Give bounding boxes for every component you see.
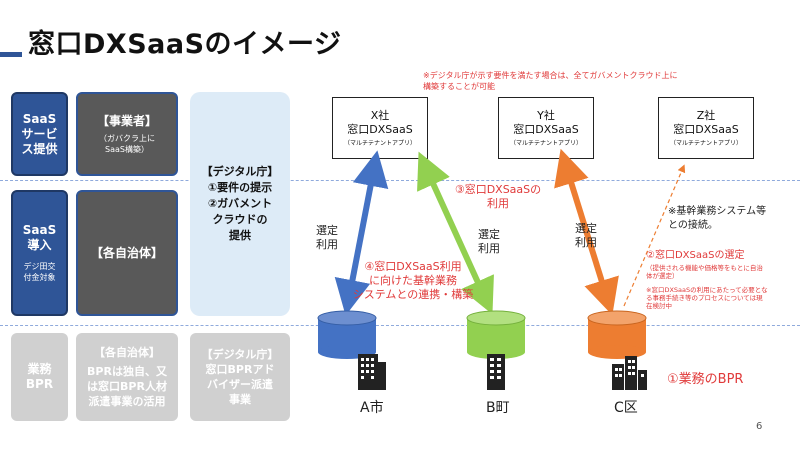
row-label-saas-provision: SaaS サービ ス提供 <box>11 92 68 176</box>
building-icon <box>487 354 505 390</box>
top-note: ※デジタル庁が示す要件を満たす場合は、全てガバメントクラウド上に 構築することが… <box>423 71 678 91</box>
actor-title: 【各自治体】 <box>90 245 163 260</box>
database-cylinder-orange <box>587 310 647 359</box>
row-label-text: SaaS 導入 <box>22 223 57 252</box>
digital-agency-bpr-box: 【デジタル庁】 窓口BPRアド バイザー派遣 事業 <box>190 333 290 421</box>
company-name: Y社 <box>537 108 555 122</box>
company-box-z: Z社 窓口DXSaaS （マルチテナントアプリ） <box>658 97 754 159</box>
actor-municipality-bpr-box: 【各自治体】 BPRは独自、又 は窓口BPR人材 派遣事業の活用 <box>76 333 178 421</box>
page-number: 6 <box>756 421 763 432</box>
row-label-text: 業務 BPR <box>25 362 54 391</box>
backend-note: ※基幹業務システム等 との接続。 <box>668 206 767 231</box>
arrow-green <box>417 151 494 315</box>
city-label-c: C区 <box>614 400 638 416</box>
row-label-saas-intro: SaaS 導入 デジ田交 付金対象 <box>11 190 68 316</box>
company-subtext: （マルチテナントアプリ） <box>509 139 582 147</box>
step3-label: ③窓口DXSaaSの 利用 <box>454 183 542 210</box>
usage-label-a: 選定 利用 <box>316 224 338 251</box>
step2-label: ②窓口DXSaaSの選定 <box>646 250 745 261</box>
row-label-bpr: 業務 BPR <box>11 333 68 421</box>
actor-vendor-box: 【事業者】 （ガバクラ上に SaaS構築） <box>76 92 178 176</box>
city-label-a: A市 <box>360 400 384 416</box>
city-label-b: B町 <box>486 400 510 416</box>
actor-body: BPRは独自、又 は窓口BPR人材 派遣事業の活用 <box>87 365 167 408</box>
company-name: X社 <box>370 108 390 122</box>
database-cylinder-blue <box>317 310 377 359</box>
actor-title: 【事業者】 <box>96 113 157 128</box>
company-box-x: X社 窓口DXSaaS （マルチテナントアプリ） <box>332 97 428 159</box>
company-name: Z社 <box>696 108 716 122</box>
step2-note: ※窓口DXSaaSの利用にあたって必要とな る事務手続き等のプロセスについては現… <box>646 286 768 310</box>
building-icon <box>612 356 647 390</box>
page-title: 窓口DXSaaSのイメージ <box>28 29 342 60</box>
building-icon <box>358 354 386 390</box>
row-label-text: SaaS サービ ス提供 <box>21 111 58 156</box>
company-product: 窓口DXSaaS <box>347 122 413 136</box>
actor-subtext: （ガバクラ上に SaaS構築） <box>99 133 155 154</box>
company-product: 窓口DXSaaS <box>673 122 739 136</box>
step4-label: ④窓口DXSaaS利用 に向けた基幹業務 システムとの連携・構築 <box>352 260 474 301</box>
row-divider <box>0 180 800 181</box>
step1-label: ①業務のBPR <box>667 372 744 387</box>
database-cylinder-green <box>466 310 526 359</box>
actor-municipality-box: 【各自治体】 <box>76 190 178 316</box>
step2-subtext: （提供される機能や価格等をもとに自治 体が選定） <box>646 264 763 280</box>
digital-agency-bpr-text: 【デジタル庁】 窓口BPRアド バイザー派遣 事業 <box>201 348 279 406</box>
company-product: 窓口DXSaaS <box>513 122 579 136</box>
row-divider <box>0 325 800 326</box>
title-accent-bar <box>0 52 22 57</box>
arrow-blue <box>334 150 389 316</box>
usage-label-b: 選定 利用 <box>478 228 500 255</box>
company-subtext: （マルチテナントアプリ） <box>343 139 416 147</box>
digital-agency-text: 【デジタル庁】 ①要件の提示 ②ガバメント クラウドの 提供 <box>201 165 279 242</box>
arrow-orange <box>554 148 619 316</box>
usage-label-c: 選定 利用 <box>575 222 597 249</box>
digital-agency-box: 【デジタル庁】 ①要件の提示 ②ガバメント クラウドの 提供 <box>190 92 290 316</box>
row-label-subtext: デジ田交 付金対象 <box>23 262 56 282</box>
company-box-y: Y社 窓口DXSaaS （マルチテナントアプリ） <box>498 97 594 159</box>
actor-title: 【各自治体】 <box>94 346 160 359</box>
company-subtext: （マルチテナントアプリ） <box>669 139 742 147</box>
